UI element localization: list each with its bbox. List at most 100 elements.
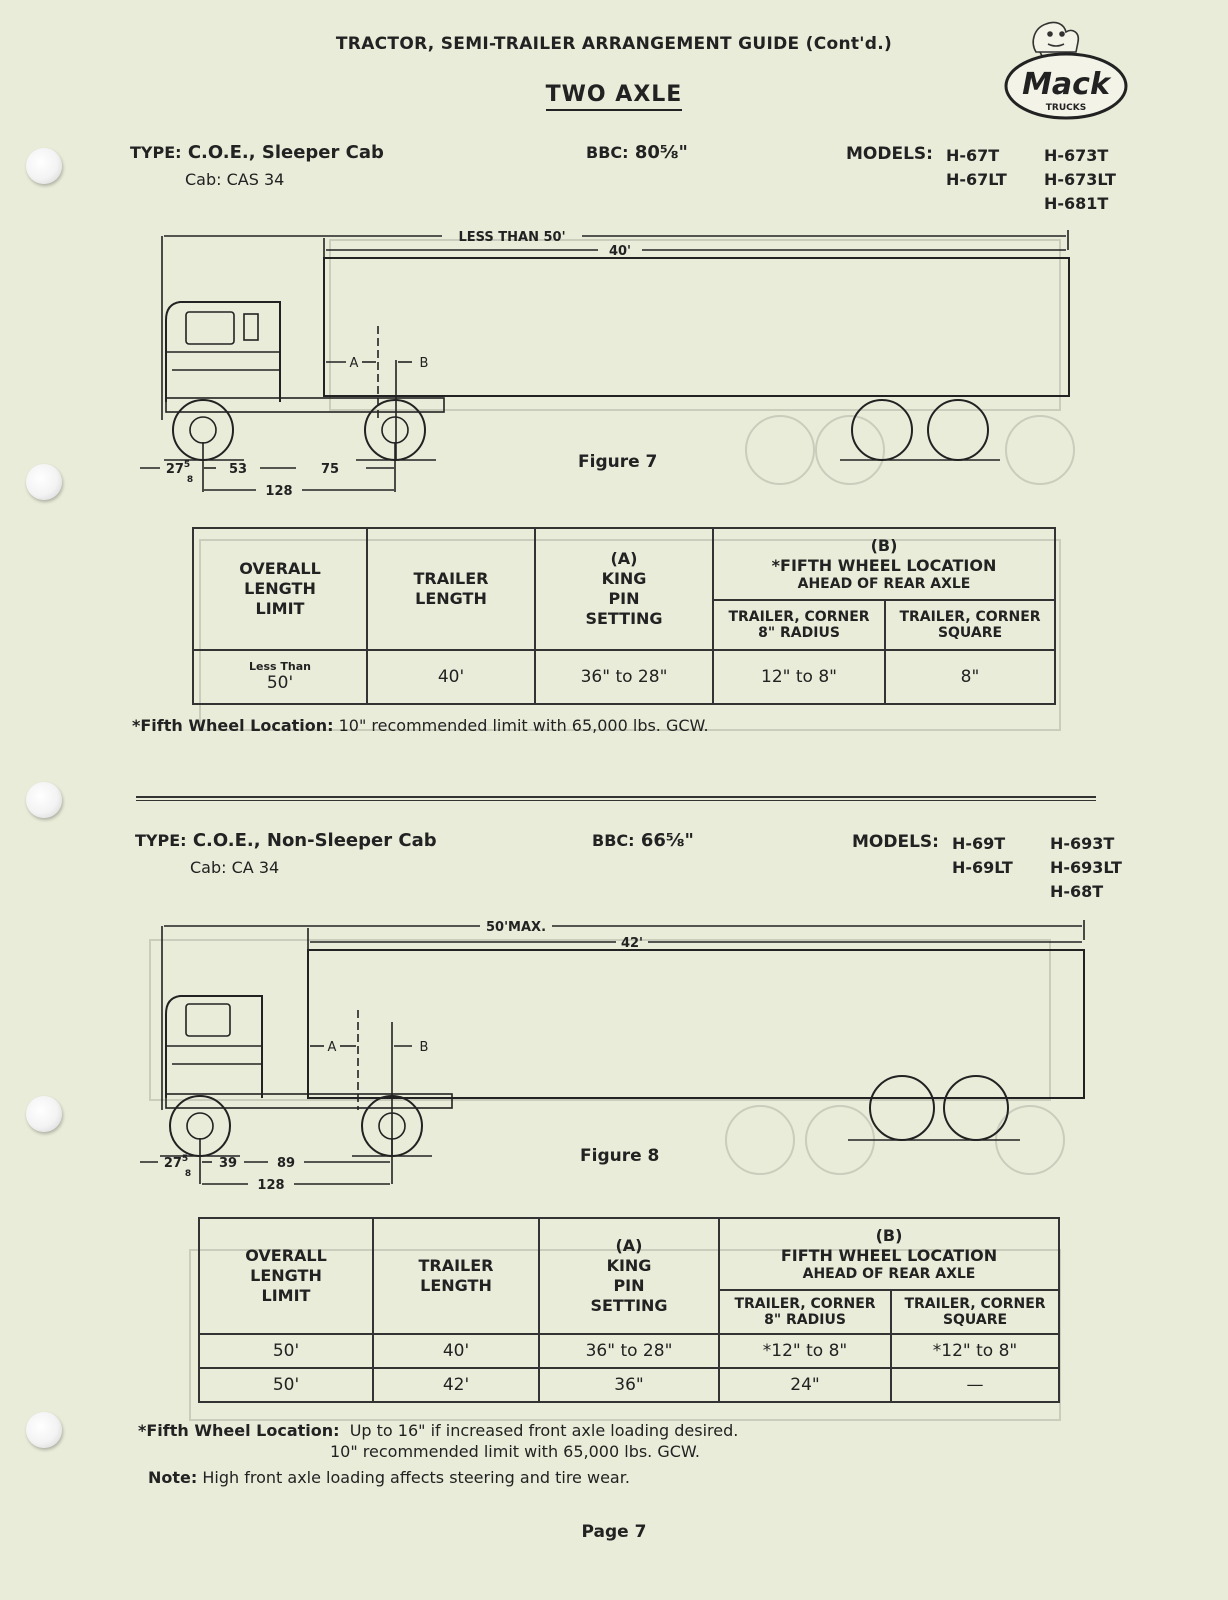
binder-hole (26, 148, 62, 184)
page-subtitle-text: TWO AXLE (545, 82, 683, 111)
model-item: H-681T (1044, 194, 1109, 213)
cell-trailer: 42' (372, 1367, 540, 1403)
note-text: High front axle loading affects steering… (202, 1468, 630, 1487)
figure8-label: Figure 8 (580, 1146, 660, 1166)
model-item: H-67T (946, 146, 1000, 165)
model-item: H-673LT (1044, 170, 1116, 189)
footnote-label: *Fifth Wheel Location: (132, 716, 334, 735)
section1-type: TYPE: C.O.E., Sleeper Cab (130, 142, 384, 163)
figure8-dim-b: B (420, 1040, 429, 1055)
figure8-wheelbase: 128 (257, 1178, 284, 1193)
model-item: H-693LT (1050, 858, 1122, 877)
figure8-overall-length: 50'MAX. (486, 920, 546, 935)
figure8-trailer-length: 42' (621, 936, 643, 951)
model-item: H-69T (952, 834, 1006, 853)
cell-radius: 24" (718, 1367, 892, 1403)
cell-overall: 50' (198, 1367, 374, 1403)
section2-bbc-value: 66⅝" (640, 830, 694, 851)
cell-square: 8" (884, 649, 1056, 705)
figure7-dim-3: 75 (321, 462, 339, 477)
logo-sub: TRUCKS (1046, 103, 1086, 113)
page-number: Page 7 (581, 1522, 647, 1542)
section-divider (136, 796, 1096, 801)
figure8-dim-front-overhang: 275 (164, 1154, 188, 1171)
figure7-wheelbase: 128 (265, 484, 292, 499)
figure7-dim-a: A (350, 356, 359, 371)
mack-logo-graphic: Mack TRUCKS (1004, 21, 1128, 120)
figure7-dim-front-overhang: 275 (166, 460, 190, 477)
footnote-line2: 10" recommended limit with 65,000 lbs. G… (330, 1442, 700, 1461)
figure7-label: Figure 7 (578, 452, 658, 472)
section1-bbc-value: 80⅝" (634, 142, 688, 163)
section2-type: TYPE: C.O.E., Non-Sleeper Cab (135, 830, 437, 851)
logo-oval (1004, 52, 1128, 120)
figure8-dim-a: A (328, 1040, 337, 1055)
section2-model-col2: H-693T H-693LT H-68T (1050, 832, 1122, 904)
figure8-dim-3: 89 (277, 1156, 295, 1171)
section2-models-label: MODELS: (852, 832, 939, 852)
section1-footnote: *Fifth Wheel Location: 10" recommended l… (132, 716, 709, 735)
figure8-dim-front-overhang-den: 8 (185, 1169, 191, 1179)
cell-trailer: 40' (372, 1333, 540, 1369)
section2-bbc: BBC: 66⅝" (592, 830, 694, 851)
section2-model-col1: H-69T H-69LT (952, 832, 1013, 880)
section1-type-value: C.O.E., Sleeper Cab (187, 142, 384, 163)
figure7-overall-length: LESS THAN 50' (458, 230, 565, 245)
section1-model-col1: H-67T H-67LT (946, 144, 1007, 192)
section2-note: Note: High front axle loading affects st… (148, 1468, 630, 1487)
cell-square: *12" to 8" (890, 1333, 1060, 1369)
mack-logo: Mack TRUCKS (1000, 14, 1128, 124)
cell-king: 36" to 28" (538, 1333, 720, 1369)
section1-cab: Cab: CAS 34 (185, 170, 285, 189)
footnote-label: *Fifth Wheel Location: (138, 1421, 340, 1440)
cell-radius: *12" to 8" (718, 1333, 892, 1369)
figure7-trailer-length: 40' (609, 244, 631, 259)
figure7-dim-2: 53 (229, 462, 247, 477)
model-item: H-68T (1050, 882, 1104, 901)
bulldog-icon (1032, 21, 1080, 61)
section1-bbc-label: BBC: (586, 143, 629, 162)
binder-hole (26, 464, 62, 500)
section2-type-label: TYPE: (135, 831, 187, 850)
table-row: 50' 42' 36" 24" — (198, 1367, 1060, 1403)
figure7-dim-b: B (420, 356, 429, 371)
figure7-diagram: LESS THAN 50' 40' A B 275 8 53 75 128 (140, 230, 1070, 499)
binder-hole (26, 1412, 62, 1448)
section1-bbc: BBC: 80⅝" (586, 142, 688, 163)
table-row: 50' 40' 36" to 28" *12" to 8" *12" to 8" (198, 1333, 1060, 1369)
footnote-text: 10" recommended limit with 65,000 lbs. G… (338, 716, 709, 735)
figure8-dim-2: 39 (219, 1156, 237, 1171)
cell-king: 36" (538, 1367, 720, 1403)
section2-cab: Cab: CA 34 (190, 858, 280, 877)
note-label: Note: (148, 1468, 198, 1487)
model-item: H-673T (1044, 146, 1109, 165)
model-item: H-693T (1050, 834, 1115, 853)
model-item: H-67LT (946, 170, 1007, 189)
figure7-dim-front-overhang-den: 8 (187, 475, 193, 485)
cell-trailer: 40' (366, 649, 536, 705)
page-header-title: TRACTOR, SEMI-TRAILER ARRANGEMENT GUIDE … (335, 34, 893, 54)
section1-model-col2: H-673T H-673LT H-681T (1044, 144, 1116, 216)
cell-square: — (890, 1367, 1060, 1403)
cell-radius: 12" to 8" (712, 649, 886, 705)
section2-type-value: C.O.E., Non-Sleeper Cab (192, 830, 437, 851)
footnote-line1: Up to 16" if increased front axle loadin… (349, 1421, 739, 1440)
logo-brand: Mack (1022, 67, 1112, 102)
